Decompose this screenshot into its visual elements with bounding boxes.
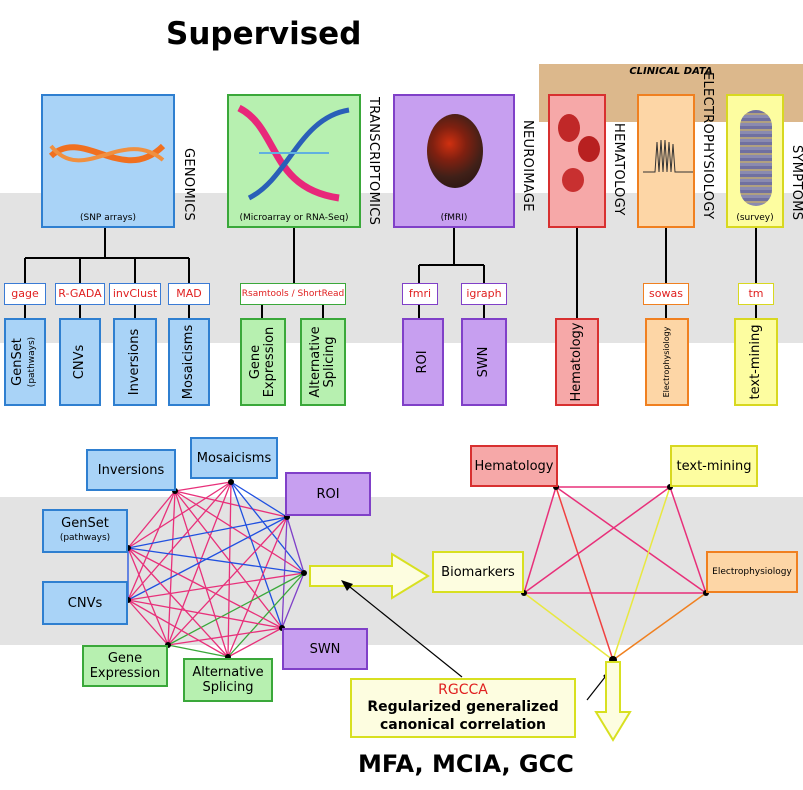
node-biomarkers-label: Biomarkers <box>441 564 515 580</box>
node-alternative-splicing-label: Alternative Splicing <box>192 665 264 695</box>
rgcca-box: RGCCA Regularized generalized canonical … <box>350 678 576 738</box>
node-genset-label: GenSet <box>61 516 109 531</box>
tool-rsamtools: Rsamtools / ShortRead <box>240 283 346 305</box>
node-mosaicisms-label: Mosaicisms <box>196 450 272 466</box>
node-hematology: Hematology <box>470 445 558 487</box>
hematology-panel <box>548 94 606 228</box>
word-cloud-icon <box>740 110 772 206</box>
rgcca-line1: Regularized generalized <box>367 699 559 715</box>
output-hematology: Hematology <box>555 318 599 406</box>
rgcca-line2: canonical correlation <box>379 717 547 733</box>
output-mosaicisms: Mosaicisms <box>168 318 210 406</box>
tool-r-gada: R-GADA <box>55 283 105 305</box>
node-mosaicisms: Mosaicisms <box>190 437 278 479</box>
node-cnvs: CNVs <box>42 581 128 625</box>
node-gene-expression-label: Gene Expression <box>89 651 161 681</box>
genomics-panel: (SNP arrays) <box>41 94 175 228</box>
node-hematology-label: Hematology <box>474 458 554 474</box>
rgcca-acronym: RGCCA <box>438 682 488 698</box>
rna-helix-icon <box>237 104 350 202</box>
tool-igraph: igraph <box>461 283 507 305</box>
node-inversions-label: Inversions <box>97 462 165 478</box>
node-alternative-splicing: Alternative Splicing <box>183 658 273 702</box>
output-genset: GenSet(pathways) <box>4 318 46 406</box>
methods-label: MFA, MCIA, GCC <box>358 750 574 778</box>
spike-train-icon <box>643 139 693 173</box>
output-alternative-splicing: Alternative Splicing <box>300 318 346 406</box>
neuroimage-caption: (fMRI) <box>440 213 468 223</box>
output-gene-expression: Gene Expression <box>240 318 286 406</box>
blood-cell-icon <box>562 168 584 192</box>
node-electrophysiology-label: Electrophysiology <box>712 566 792 577</box>
node-roi: ROI <box>285 472 371 516</box>
tool-sowas: sowas <box>643 283 689 305</box>
output-roi: ROI <box>402 318 444 406</box>
brain-scan-icon <box>427 114 483 188</box>
page-title: Supervised <box>166 16 362 52</box>
tool-mad: MAD <box>168 283 210 305</box>
blood-cell-icon <box>558 114 580 142</box>
output-electrophysiology: Electrophysiology <box>645 318 689 406</box>
symptoms-panel: (survey) <box>726 94 784 228</box>
tool-tm: tm <box>738 283 774 305</box>
output-text-mining: text-mining <box>734 318 778 406</box>
clinical-data-label: CLINICAL DATA <box>629 66 713 77</box>
transcriptomics-caption: (Microarray or RNA-Seq) <box>239 213 349 223</box>
neuroimage-panel: (fMRI) <box>393 94 515 228</box>
tool-invclust: invClust <box>109 283 161 305</box>
node-electrophysiology: Electrophysiology <box>706 551 798 593</box>
node-text-mining-label: text-mining <box>676 458 752 474</box>
node-swn-label: SWN <box>309 641 341 657</box>
node-swn: SWN <box>282 628 368 670</box>
tool-gage: gage <box>4 283 46 305</box>
dna-strand-icon <box>48 143 166 164</box>
blood-cell-icon <box>578 136 600 162</box>
electrophysiology-panel <box>637 94 695 228</box>
node-roi-label: ROI <box>316 486 340 502</box>
node-biomarkers: Biomarkers <box>432 551 524 593</box>
output-inversions: Inversions <box>113 318 157 406</box>
output-cnvs: CNVs <box>59 318 101 406</box>
node-cnvs-label: CNVs <box>67 595 103 611</box>
node-genset-sub: (pathways) <box>59 533 111 543</box>
tool-fmri: fmri <box>402 283 438 305</box>
output-swn: SWN <box>461 318 507 406</box>
node-text-mining: text-mining <box>670 445 758 487</box>
genomics-caption: (SNP arrays) <box>79 213 137 223</box>
node-gene-expression: Gene Expression <box>82 645 168 687</box>
symptoms-caption: (survey) <box>736 213 774 223</box>
transcriptomics-panel: (Microarray or RNA-Seq) <box>227 94 361 228</box>
node-genset: GenSet (pathways) <box>42 509 128 553</box>
node-inversions: Inversions <box>86 449 176 491</box>
